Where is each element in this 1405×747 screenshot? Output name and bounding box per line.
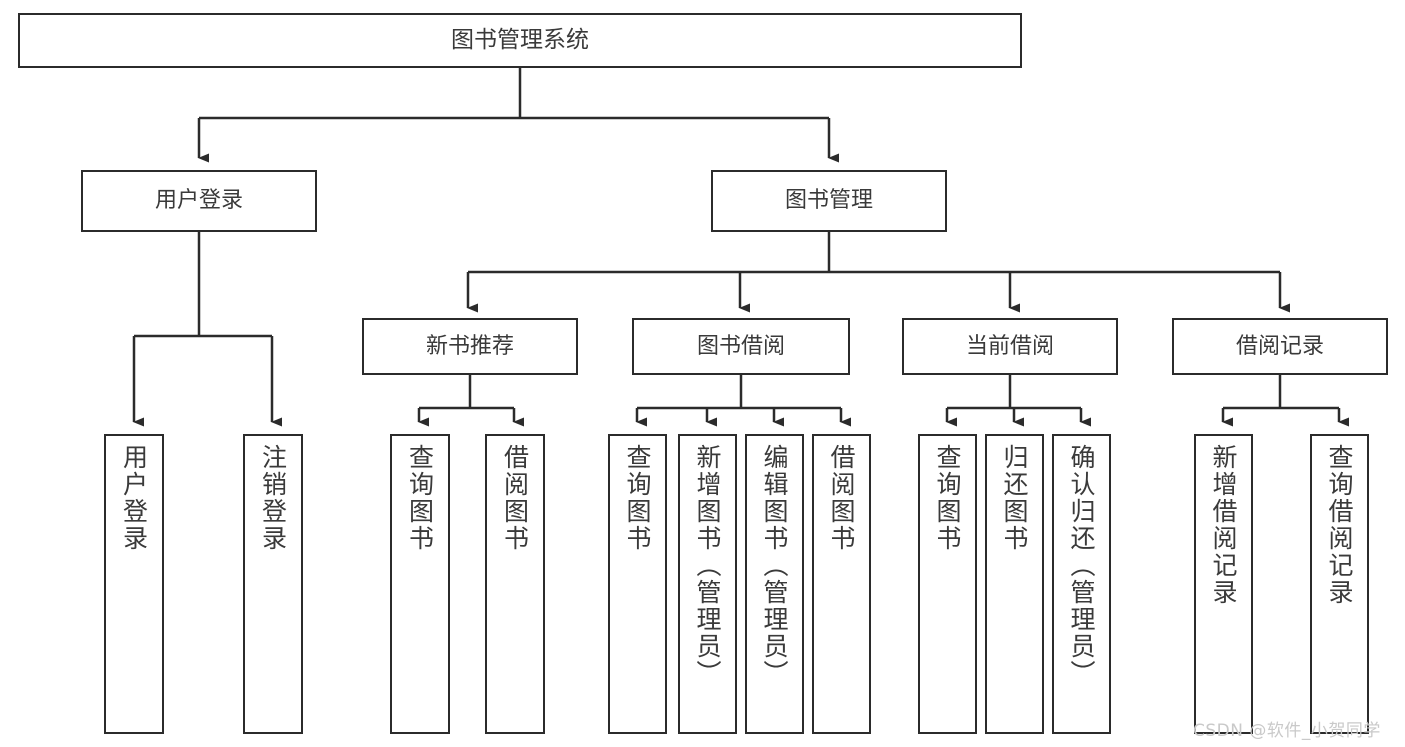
node-book-borrow[interactable]: 图书借阅 [632, 318, 850, 375]
leaf-edit-book-admin[interactable]: 编辑图书（管理员） [745, 434, 804, 734]
node-label: 归还图书 [1000, 444, 1029, 552]
watermark: CSDN @软件_小贺同学 [1193, 721, 1381, 741]
leaf-query-book-borrow[interactable]: 查询图书 [608, 434, 667, 734]
node-label: 新增图书（管理员） [693, 444, 722, 687]
node-label: 确认归还（管理员） [1067, 444, 1096, 687]
leaf-logout[interactable]: 注销登录 [243, 434, 303, 734]
node-label: 查询图书 [933, 444, 962, 552]
node-label: 当前借阅 [965, 333, 1054, 359]
node-user-login[interactable]: 用户登录 [81, 170, 317, 232]
node-label: 图书管理 [784, 188, 873, 214]
node-label: 查询借阅记录 [1325, 444, 1354, 606]
node-borrow-record[interactable]: 借阅记录 [1172, 318, 1388, 375]
node-label: 借阅图书 [827, 444, 856, 552]
node-book-management[interactable]: 图书管理 [711, 170, 947, 232]
node-root-book-management-system[interactable]: 图书管理系统 [18, 13, 1022, 68]
leaf-borrow-book[interactable]: 借阅图书 [812, 434, 871, 734]
leaf-query-book-current[interactable]: 查询图书 [918, 434, 977, 734]
leaf-query-borrow-record[interactable]: 查询借阅记录 [1310, 434, 1369, 734]
node-label: 借阅记录 [1235, 333, 1324, 359]
node-label: 用户登录 [154, 188, 243, 214]
node-label: 查询图书 [623, 444, 652, 552]
leaf-query-book-recommend[interactable]: 查询图书 [390, 434, 450, 734]
node-label: 编辑图书（管理员） [760, 444, 789, 687]
node-label: 用户登录 [119, 444, 149, 552]
node-label: 图书借阅 [696, 333, 785, 359]
node-new-book-recommend[interactable]: 新书推荐 [362, 318, 578, 375]
leaf-borrow-book-recommend[interactable]: 借阅图书 [485, 434, 545, 734]
node-label: 图书管理系统 [451, 27, 589, 54]
node-label: 查询图书 [405, 444, 435, 552]
leaf-confirm-return-admin[interactable]: 确认归还（管理员） [1052, 434, 1111, 734]
node-label: 新增借阅记录 [1209, 444, 1238, 606]
leaf-add-borrow-record[interactable]: 新增借阅记录 [1194, 434, 1253, 734]
leaf-return-book[interactable]: 归还图书 [985, 434, 1044, 734]
node-current-borrow[interactable]: 当前借阅 [902, 318, 1118, 375]
node-label: 新书推荐 [425, 333, 514, 359]
leaf-add-book-admin[interactable]: 新增图书（管理员） [678, 434, 737, 734]
node-label: 借阅图书 [500, 444, 530, 552]
node-label: 注销登录 [258, 444, 288, 552]
leaf-user-login[interactable]: 用户登录 [104, 434, 164, 734]
